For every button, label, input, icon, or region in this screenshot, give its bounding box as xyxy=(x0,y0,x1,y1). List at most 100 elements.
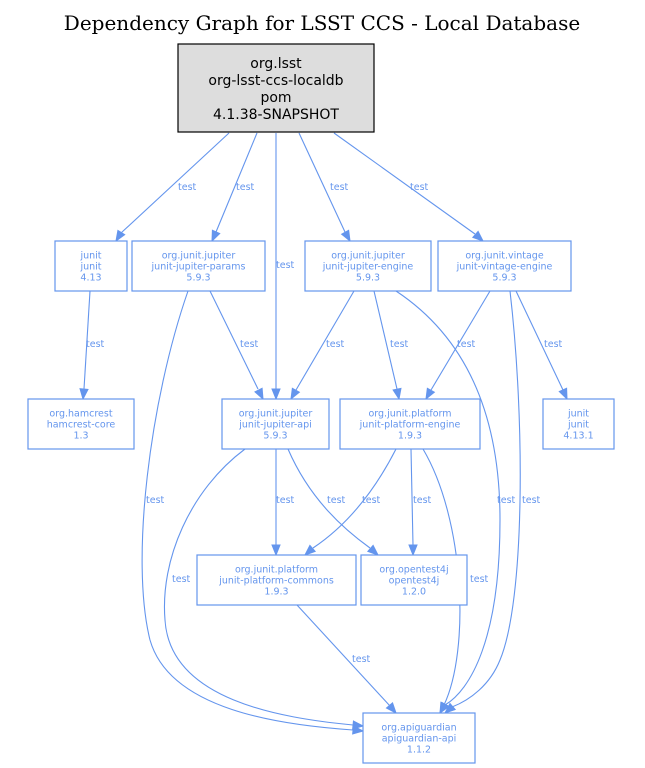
edge-label: test xyxy=(326,339,345,350)
edge-line xyxy=(430,290,491,391)
node-box xyxy=(542,398,615,450)
edge-pengine-to-opentest: test xyxy=(408,448,432,557)
node-box xyxy=(221,398,330,450)
nodes-layer: org.lsstorg-lsst-ccs-localdbpom4.1.38-SN… xyxy=(27,43,615,764)
edge-label: test xyxy=(276,260,295,271)
edge-label: test xyxy=(86,339,105,350)
arrowhead-icon xyxy=(340,229,351,243)
edge-root-to-vintage: test xyxy=(333,132,485,242)
node-group-id: org.opentest4j xyxy=(379,565,448,576)
node-packaging: pom xyxy=(260,90,291,106)
node-group-id: org.junit.platform xyxy=(368,409,451,420)
edge-label: test xyxy=(178,182,197,193)
arrowhead-icon xyxy=(290,387,301,401)
node-artifact-id: opentest4j xyxy=(389,576,440,587)
node-version: 5.9.3 xyxy=(186,273,210,284)
arrowhead-icon xyxy=(439,701,449,715)
edge-label: test xyxy=(390,339,409,350)
edge-label: test xyxy=(276,495,295,506)
edge-line xyxy=(209,290,259,390)
node-box xyxy=(54,240,128,292)
node-group-id: org.junit.jupiter xyxy=(331,251,405,262)
node-version: 5.9.3 xyxy=(263,431,287,442)
edge-line xyxy=(451,290,521,708)
node-artifact-id: junit-jupiter-api xyxy=(238,420,312,431)
node-group-id: org.junit.platform xyxy=(235,565,318,576)
arrowhead-icon xyxy=(271,544,281,557)
node-artifact-id: junit-platform-commons xyxy=(218,576,334,587)
node-group-id: org.lsst xyxy=(250,56,302,72)
arrowhead-icon xyxy=(352,720,365,730)
edges-layer: test test test test test test test test test test… xyxy=(79,132,568,735)
node-params[interactable]: org.junit.jupiterjunit-jupiter-params5.9… xyxy=(131,240,266,292)
edge-line xyxy=(410,448,414,546)
edge-line xyxy=(215,132,258,233)
edge-label: test xyxy=(413,495,432,506)
node-root[interactable]: org.lsstorg-lsst-ccs-localdbpom4.1.38-SN… xyxy=(177,43,375,133)
edge-line xyxy=(333,132,476,235)
edge-label: test xyxy=(457,339,476,350)
edge-line xyxy=(120,132,230,234)
node-version: 4.13 xyxy=(80,273,101,284)
edge-label: test xyxy=(497,495,516,506)
node-group-id: junit xyxy=(567,409,589,420)
edge-root-to-params: test xyxy=(211,132,258,243)
arrowhead-icon xyxy=(385,701,397,715)
edge-label: test xyxy=(172,574,191,585)
edge-line xyxy=(295,290,355,391)
edge-root-to-junit413: test xyxy=(115,132,230,243)
edge-line xyxy=(298,132,346,233)
arrowhead-icon xyxy=(392,387,402,401)
edge-vintage-to-junit4131: test xyxy=(515,290,568,401)
edge-line xyxy=(373,290,398,390)
edge-line xyxy=(163,448,354,726)
arrowhead-icon xyxy=(558,387,568,401)
arrowhead-icon xyxy=(303,544,317,556)
node-version: 5.9.3 xyxy=(492,273,516,284)
edge-label: test xyxy=(544,339,563,350)
node-artifact-id: junit-jupiter-params xyxy=(151,262,246,273)
node-artifact-id: hamcrest-core xyxy=(47,420,116,431)
arrowhead-icon xyxy=(471,230,485,242)
node-version: 1.3 xyxy=(73,431,88,442)
edge-label: test xyxy=(240,339,259,350)
node-artifact-id: org-lsst-ccs-localdb xyxy=(208,73,343,89)
edge-params-to-api: test xyxy=(209,290,264,401)
arrowhead-icon xyxy=(115,229,126,243)
node-group-id: org.hamcrest xyxy=(49,409,112,420)
node-group-id: org.apiguardian xyxy=(381,723,456,734)
edge-line xyxy=(395,290,501,706)
edge-api-to-apiguardian: test xyxy=(163,448,365,730)
node-box xyxy=(27,398,135,450)
node-box xyxy=(304,240,432,292)
arrowhead-icon xyxy=(425,387,436,401)
node-pengine[interactable]: org.junit.platformjunit-platform-engine1… xyxy=(339,398,481,450)
edge-engine-to-pengine: test xyxy=(373,290,409,401)
node-vintage[interactable]: org.junit.vintagejunit-vintage-engine5.9… xyxy=(437,240,572,292)
node-version: 4.13.1 xyxy=(563,431,593,442)
node-box xyxy=(131,240,266,292)
node-commons[interactable]: org.junit.platformjunit-platform-commons… xyxy=(196,554,357,606)
edge-vintage-to-pengine: test xyxy=(425,290,491,401)
edge-commons-to-apiguardian: test xyxy=(296,604,397,715)
node-artifact-id: apiguardian-api xyxy=(382,734,457,745)
edge-line xyxy=(312,448,397,549)
edge-label: test xyxy=(327,495,346,506)
node-group-id: junit xyxy=(79,251,101,262)
edge-api-to-opentest: test xyxy=(287,448,380,556)
node-engine[interactable]: org.junit.jupiterjunit-jupiter-engine5.9… xyxy=(304,240,432,292)
edge-label: test xyxy=(330,182,349,193)
node-version: 1.9.3 xyxy=(264,587,288,598)
edge-root-to-engine: test xyxy=(298,132,351,243)
edge-label: test xyxy=(470,574,489,585)
edge-line xyxy=(515,290,564,391)
node-artifact-id: junit-jupiter-engine xyxy=(322,262,414,273)
edge-api-to-commons: test xyxy=(271,449,295,557)
